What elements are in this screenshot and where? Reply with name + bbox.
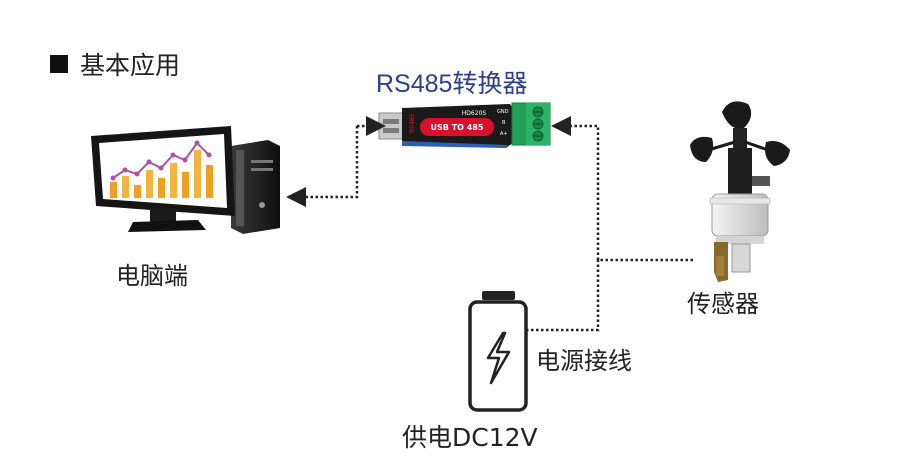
computer-icon (91, 126, 280, 234)
power-supply-label: 供电DC12V (402, 423, 538, 452)
section-title: 基本应用 (50, 46, 180, 82)
terminal-label-a: A+ (500, 131, 508, 137)
terminal-label-b: B (502, 120, 506, 126)
square-bullet-icon (50, 55, 68, 73)
connector-sensor-to-converter (551, 116, 693, 262)
pc-tower (231, 140, 280, 234)
usb-rs485-converter-icon: RS485 USB TO 485 HD620S GND B A+ (378, 102, 551, 148)
converter-label: RS485转换器 (376, 70, 528, 98)
connector-converter-to-computer (286, 126, 359, 207)
power-wiring-label: 电源接线 (536, 347, 632, 375)
connector-power-to-bus (526, 260, 600, 332)
computer-label: 电脑端 (116, 262, 188, 290)
terminal-label-gnd: GND (497, 109, 509, 115)
sensor-label: 传感器 (687, 290, 759, 318)
battery-icon (468, 291, 528, 412)
anemometer-sensor-icon (690, 101, 790, 282)
screen-chart (110, 140, 213, 198)
device-side-text: RS485 (409, 113, 416, 133)
connector-lines (286, 116, 693, 332)
lightning-icon (486, 331, 511, 385)
device-face-text: USB TO 485 (431, 123, 484, 132)
device-model-text: HD620S (462, 110, 487, 117)
section-title-text: 基本应用 (80, 51, 181, 80)
